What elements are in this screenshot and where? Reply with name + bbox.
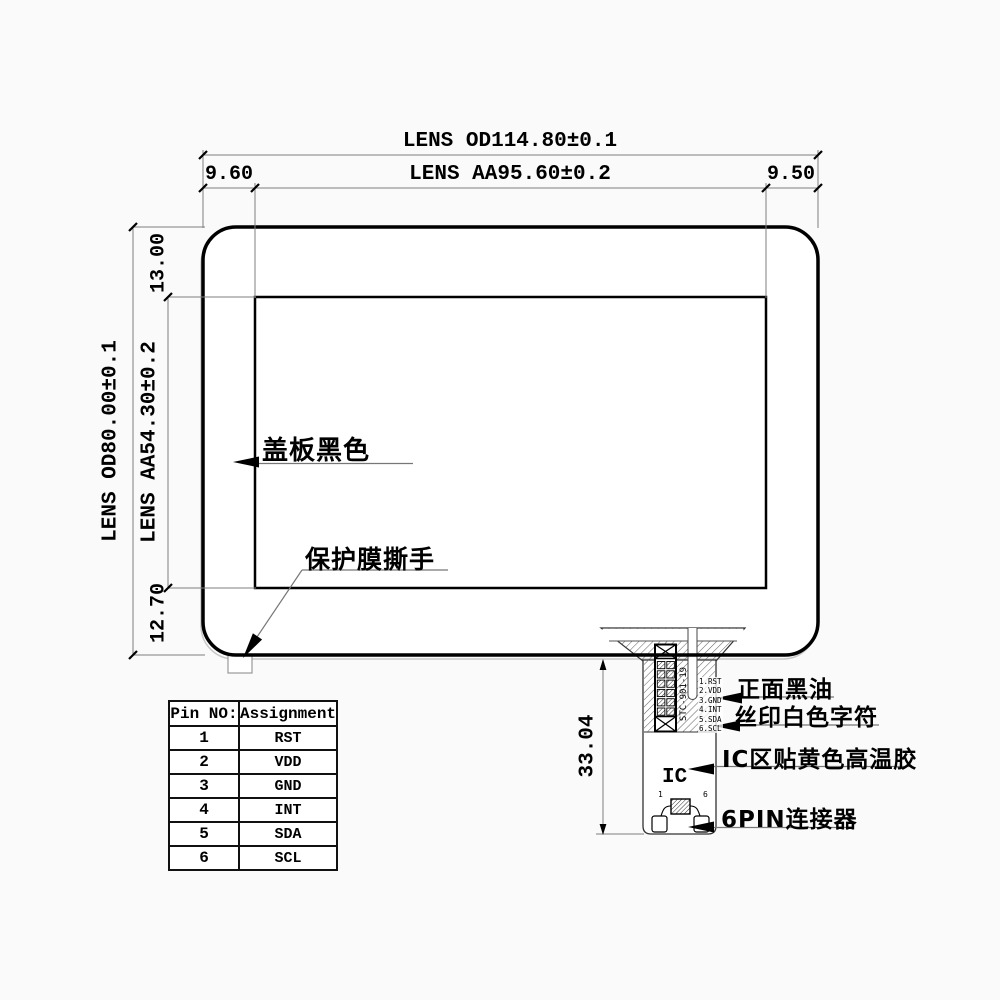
label-ic: IC	[662, 766, 688, 789]
fpc-marking-text: STC-901-19	[679, 666, 689, 722]
pin-no: 4	[168, 797, 240, 823]
fpc-pin-line: 4.INT	[699, 705, 722, 715]
dim-lens-aa-width: LENS AA95.60±0.2	[409, 163, 611, 186]
label-six-pin-connector: 6PIN连接器	[721, 807, 858, 833]
dim-right-offset: 9.50	[766, 163, 815, 186]
dim-lens-od-height: LENS OD80.00±0.1	[99, 340, 123, 542]
ic-tape-arrow	[688, 763, 714, 775]
fpc-pin-line: 2.VDD	[699, 686, 722, 696]
fpc-pin-line: 5.SDA	[699, 714, 722, 724]
pin-no: 3	[168, 773, 240, 799]
annotation-underlines	[255, 462, 911, 829]
table-row: 4 INT	[168, 797, 339, 823]
table-header-row: Pin NO: Assignment	[168, 700, 339, 727]
pin-assignment: SCL	[237, 845, 339, 871]
label-protective-film-tab: 保护膜撕手	[305, 545, 436, 574]
dim-lens-od-width: LENS OD114.80±0.1	[402, 130, 618, 153]
connector-arrow	[688, 821, 714, 833]
fpc-pin-list: 1.RST 2.VDD 3.GND 4.INT 5.SDA 6.SCL	[698, 677, 723, 734]
label-front-black-ink: 正面黑油	[737, 677, 833, 703]
tear-tab	[227, 654, 253, 674]
table-row: 6 SCL	[168, 845, 339, 871]
pin-assignment-table: Pin NO: Assignment 1 RST 2 VDD 3 GND 4 I…	[168, 700, 339, 871]
table-row: 1 RST	[168, 725, 339, 751]
fpc-center-slit	[687, 628, 698, 700]
dim-fpc-length: 33.04	[576, 714, 600, 778]
pin-no: 2	[168, 749, 240, 775]
pin-assignment: VDD	[237, 749, 339, 775]
pin-assignment: SDA	[237, 821, 339, 847]
connector-pin6-mark: 6	[703, 790, 708, 799]
fpc-stiffener-band	[602, 628, 744, 641]
table-row: 3 GND	[168, 773, 339, 799]
col-header-pin-no: Pin NO:	[168, 700, 240, 727]
label-cover-plate-black: 盖板黑色	[262, 436, 371, 466]
table-row: 5 SDA	[168, 821, 339, 847]
fpc-gold-fingers	[654, 643, 677, 733]
fpc-pin-line: 1.RST	[699, 677, 722, 686]
lens-outline	[201, 225, 820, 657]
pin-assignment: RST	[237, 725, 339, 751]
annotation-arrows	[233, 456, 742, 833]
pin-no: 1	[168, 725, 240, 751]
col-header-assignment: Assignment	[237, 700, 339, 727]
front-ink-arrow	[716, 692, 742, 704]
cover-plate-arrow	[233, 456, 259, 468]
label-silkscreen-white: 丝印白色字符	[734, 705, 878, 731]
dimension-ticks	[128, 150, 823, 660]
pin-assignment: INT	[237, 797, 339, 823]
dimension-lines	[132, 150, 819, 835]
dim-bottom-offset: 12.70	[147, 582, 171, 644]
label-ic-area-tape: IC区贴黄色高温胶	[722, 747, 918, 773]
dim-left-offset: 9.60	[204, 163, 253, 186]
table-row: 2 VDD	[168, 749, 339, 775]
fpc-pin-line: 3.GND	[699, 695, 722, 705]
fpc-pin-line: 6.SCL	[699, 724, 722, 734]
pin-assignment: GND	[237, 773, 339, 799]
film-tab-arrow	[243, 633, 263, 658]
fpc-tail	[599, 627, 747, 835]
dim-top-offset: 13.00	[147, 232, 171, 294]
fpc-dim-arrows	[599, 659, 607, 835]
active-area-rect	[253, 295, 768, 590]
pin-no: 5	[168, 821, 240, 847]
connector-pin1-mark: 1	[658, 790, 663, 799]
dim-lens-aa-height: LENS AA54.30±0.2	[138, 341, 162, 543]
pin-no: 6	[168, 845, 240, 871]
silkscreen-arrow	[714, 720, 740, 732]
